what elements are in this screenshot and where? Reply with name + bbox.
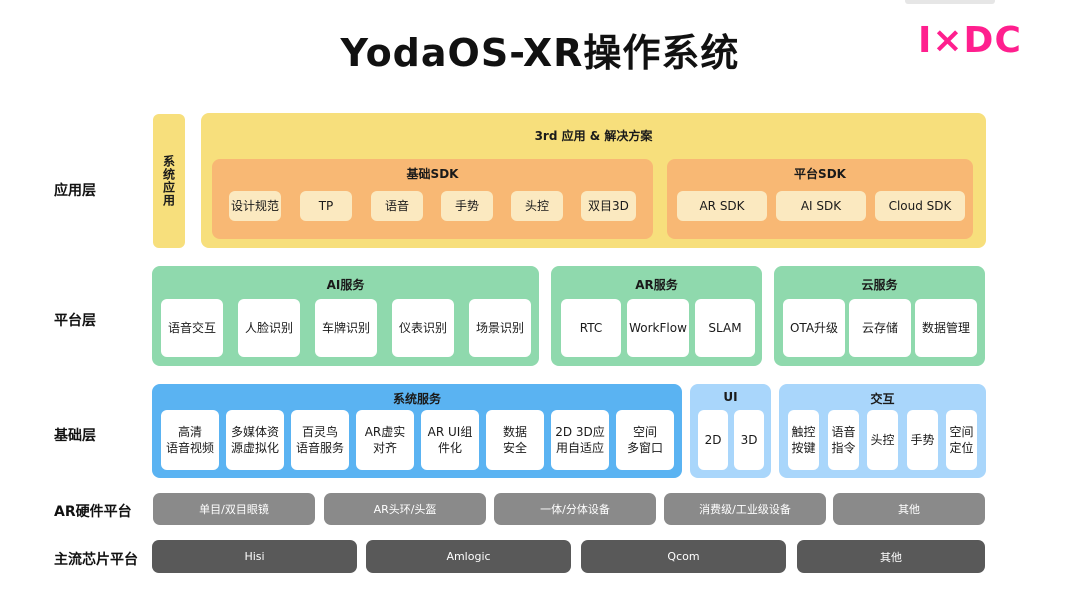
hw-item: 一体/分体设备 [494, 493, 656, 525]
ar-service-title: AR服务 [635, 278, 678, 292]
item-line: 空间 [632, 424, 657, 439]
hw-item: AR头环/头盔 [324, 493, 486, 525]
ar-service-item: WorkFlow [627, 299, 689, 357]
layer-label-app: 应用层 [54, 183, 96, 199]
layer-label-platform: 平台层 [54, 313, 96, 329]
interaction-item: 触控按键 [788, 410, 819, 470]
ai-service-item: 仪表识别 [392, 299, 454, 357]
third-party-panel: 3rd 应用 & 解决方案 基础SDK 设计规范 TP 语音 手势 头控 双目3… [201, 113, 986, 248]
ui-title: UI [723, 390, 738, 404]
layer-label-base: 基础层 [54, 428, 96, 444]
interaction-panel: 交互 触控按键 语音指令 头控 手势 空间定位 [779, 384, 986, 478]
interaction-item: 手势 [907, 410, 938, 470]
system-service-item: 百灵鸟语音服务 [291, 410, 349, 470]
hw-item: 单目/双目眼镜 [153, 493, 315, 525]
third-party-title: 3rd 应用 & 解决方案 [534, 129, 653, 143]
item-line: 多窗口 [626, 441, 663, 455]
basic-sdk-item: TP [300, 191, 352, 221]
ui-panel: UI 2D 3D [690, 384, 771, 478]
hw-item: 其他 [833, 493, 985, 525]
basic-sdk-item: 设计规范 [229, 191, 281, 221]
item-line: 对齐 [372, 441, 397, 455]
interaction-item: 语音指令 [828, 410, 859, 470]
item-line: 件化 [437, 441, 462, 455]
item-line: 语音视频 [165, 441, 214, 455]
ai-service-item: 人脸识别 [238, 299, 300, 357]
item-line: 用自适应 [555, 441, 604, 455]
system-service-item: 空间多窗口 [616, 410, 674, 470]
ui-item: 2D [698, 410, 728, 470]
item-line: 2D 3D应 [555, 424, 605, 439]
basic-sdk-panel: 基础SDK 设计规范 TP 语音 手势 头控 双目3D [212, 159, 653, 239]
ar-service-item: RTC [561, 299, 621, 357]
item-line: 数据 [502, 424, 527, 439]
item-line: 定位 [949, 441, 974, 455]
item-line: 语音 [831, 424, 856, 439]
ui-item: 3D [734, 410, 764, 470]
layer-label-hw: AR硬件平台 [54, 504, 132, 520]
cloud-service-item: 云存储 [849, 299, 911, 357]
basic-sdk-item: 手势 [441, 191, 493, 221]
system-service-item: AR虚实对齐 [356, 410, 414, 470]
item-line: 按键 [791, 441, 816, 455]
ar-service-item: SLAM [695, 299, 755, 357]
system-service-item: 高清语音视频 [161, 410, 219, 470]
hw-item: 消费级/工业级设备 [664, 493, 826, 525]
platform-sdk-item: AR SDK [677, 191, 767, 221]
platform-sdk-item: Cloud SDK [875, 191, 965, 221]
system-service-title: 系统服务 [392, 392, 441, 406]
ixdc-logo: I×DC [918, 20, 1022, 61]
cloud-service-panel: 云服务 OTA升级 云存储 数据管理 [774, 266, 985, 366]
platform-sdk-item: AI SDK [776, 191, 866, 221]
item-line: 源虚拟化 [230, 441, 279, 455]
cloud-service-title: 云服务 [861, 278, 898, 292]
cloud-service-item: 数据管理 [915, 299, 977, 357]
item-line: 百灵鸟 [301, 424, 338, 439]
basic-sdk-item: 双目3D [581, 191, 636, 221]
layer-label-chip: 主流芯片平台 [54, 552, 138, 568]
ai-service-item: 语音交互 [161, 299, 223, 357]
system-service-item: 数据安全 [486, 410, 544, 470]
ai-service-panel: AI服务 语音交互 人脸识别 车牌识别 仪表识别 场景识别 [152, 266, 539, 366]
interaction-item: 头控 [867, 410, 898, 470]
interaction-title: 交互 [870, 392, 895, 406]
cloud-service-item: OTA升级 [783, 299, 845, 357]
item-line: 语音服务 [295, 441, 344, 455]
item-line: AR UI组 [427, 424, 473, 439]
system-service-item: 多媒体资源虚拟化 [226, 410, 284, 470]
item-line: 触控 [791, 424, 816, 439]
item-line: 高清 [177, 424, 202, 439]
basic-sdk-item: 语音 [371, 191, 423, 221]
ai-service-item: 场景识别 [469, 299, 531, 357]
ai-service-item: 车牌识别 [315, 299, 377, 357]
ar-service-panel: AR服务 RTC WorkFlow SLAM [551, 266, 762, 366]
platform-sdk-panel: 平台SDK AR SDK AI SDK Cloud SDK [667, 159, 973, 239]
item-line: AR虚实 [364, 424, 406, 439]
chip-item: Hisi [152, 540, 357, 573]
basic-sdk-title: 基础SDK [406, 167, 459, 181]
chip-item: Amlogic [366, 540, 571, 573]
top-edge-tab [905, 0, 995, 4]
page-title: YodaOS-XR操作系统 [340, 31, 740, 75]
item-line: 安全 [502, 441, 527, 455]
chip-item: 其他 [797, 540, 985, 573]
chip-item: Qcom [581, 540, 786, 573]
item-line: 指令 [831, 441, 856, 455]
system-service-item: 2D 3D应用自适应 [551, 410, 609, 470]
platform-sdk-title: 平台SDK [794, 167, 846, 181]
item-line: 空间 [949, 424, 974, 439]
system-service-panel: 系统服务 高清语音视频 多媒体资源虚拟化 百灵鸟语音服务 AR虚实对齐 AR U… [152, 384, 682, 478]
system-app-box: 系统应用 [153, 114, 185, 248]
item-line: 多媒体资 [230, 424, 279, 439]
basic-sdk-item: 头控 [511, 191, 563, 221]
ai-service-title: AI服务 [326, 278, 365, 292]
interaction-item: 空间定位 [946, 410, 977, 470]
system-service-item: AR UI组件化 [421, 410, 479, 470]
